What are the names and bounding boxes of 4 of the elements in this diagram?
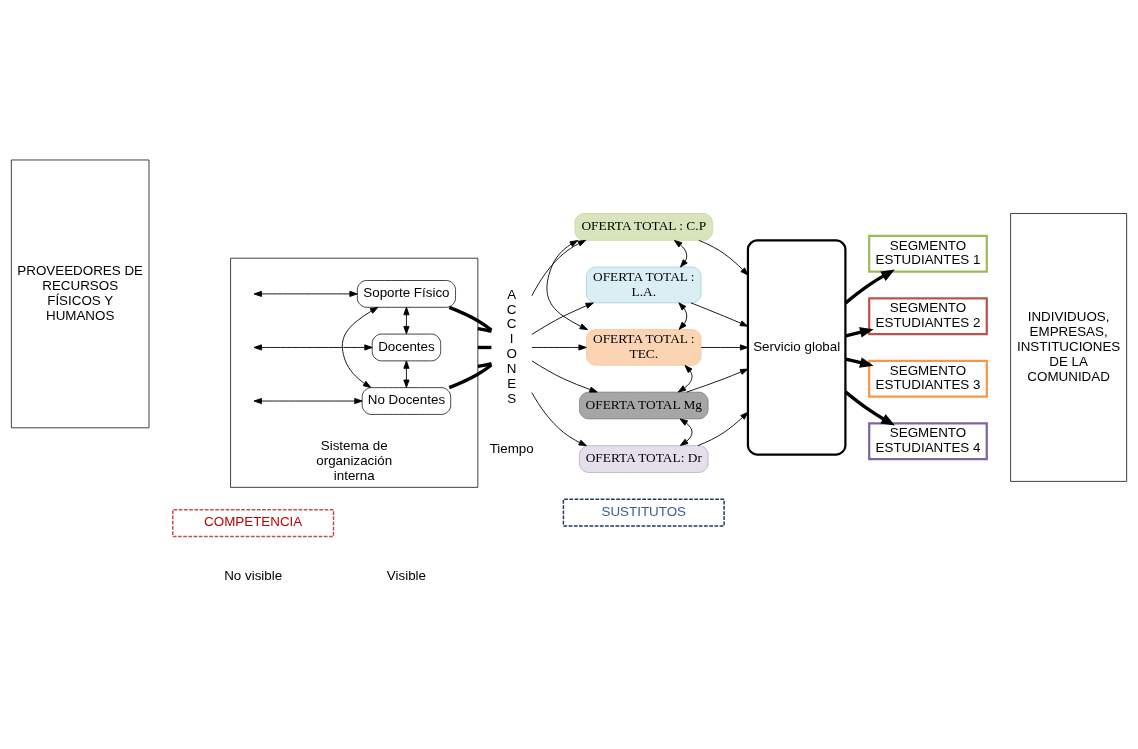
label: Visible (386, 567, 427, 583)
node-text: ACCIONES (506, 286, 517, 406)
label: No visible (224, 567, 283, 583)
label: Tiempo (489, 440, 534, 456)
